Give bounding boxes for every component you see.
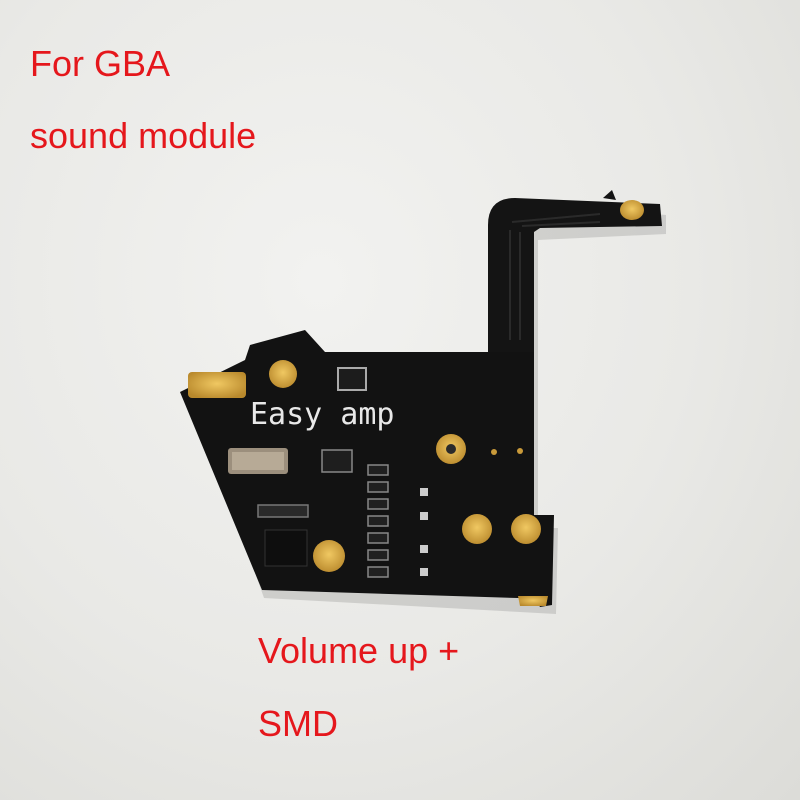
caption-volume-up: Volume up + xyxy=(258,630,460,671)
smd-small-parts xyxy=(420,488,428,576)
smd-resistor-array xyxy=(367,464,389,578)
silkscreen-label: Easy amp xyxy=(250,397,395,432)
ribbon-traces xyxy=(509,213,601,340)
flex-ribbon xyxy=(488,198,662,352)
pad-right-2 xyxy=(511,514,541,544)
caption-for-gba: For GBA xyxy=(30,43,171,84)
ring-pad-hole xyxy=(446,444,456,454)
caption-sound-module: sound module xyxy=(30,115,257,156)
caption-smd: SMD xyxy=(258,703,338,744)
pad-right-1 xyxy=(462,514,492,544)
ribbon-pad xyxy=(620,200,644,220)
pad-bottom xyxy=(313,540,345,572)
small-ic xyxy=(337,367,367,391)
left-pad xyxy=(188,372,246,398)
main-ic xyxy=(264,529,308,567)
pad-top xyxy=(269,360,297,388)
transistor xyxy=(321,449,353,473)
resistor xyxy=(257,504,309,518)
edge-pad xyxy=(518,596,548,606)
ribbon-tab xyxy=(603,190,616,200)
